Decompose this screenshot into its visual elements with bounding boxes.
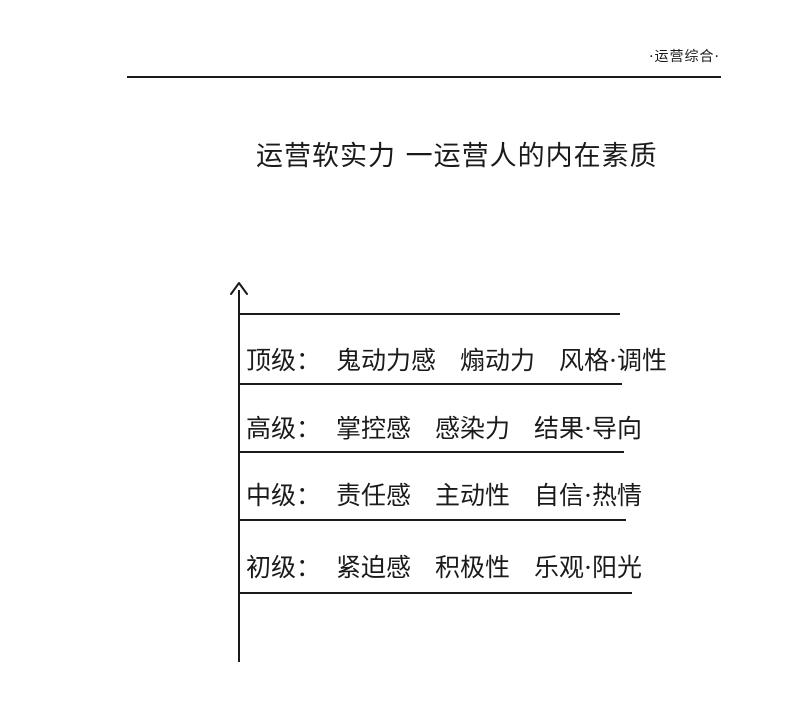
level-label: 顶级： — [246, 346, 322, 375]
axis-arrow-icon — [230, 282, 248, 295]
vertical-axis — [238, 290, 240, 662]
section-mark: ·运营综合· — [649, 49, 720, 65]
level-label: 高级： — [246, 414, 322, 443]
trait: 紧迫感 — [336, 553, 412, 582]
level-label: 初级： — [246, 553, 322, 582]
trait: 感染力 — [435, 414, 511, 443]
level-divider — [240, 592, 632, 594]
trait: 鬼动力感 — [336, 346, 437, 375]
trait: 主动性 — [435, 481, 511, 510]
trait: 掌控感 — [336, 414, 412, 443]
trait: 积极性 — [435, 553, 511, 582]
trait: 自信·热情 — [534, 481, 642, 510]
trait: 责任感 — [336, 481, 412, 510]
level-divider — [240, 519, 626, 521]
level-row-high: 高级： 掌控感 感染力 结果·导向 — [246, 403, 642, 451]
level-divider — [240, 383, 622, 385]
page-title: 运营软实力 一运营人的内在素质 — [256, 141, 658, 172]
header-rule — [127, 76, 721, 78]
level-row-middle: 中级： 责任感 主动性 自信·热情 — [246, 470, 642, 518]
level-label: 中级： — [246, 481, 322, 510]
trait: 结果·导向 — [534, 414, 642, 443]
trait: 风格·调性 — [559, 346, 667, 375]
trait: 乐观·阳光 — [534, 553, 642, 582]
trait: 煽动力 — [460, 346, 536, 375]
level-row-top: 顶级： 鬼动力感 煽动力 风格·调性 — [246, 335, 667, 383]
level-divider — [240, 313, 620, 315]
level-divider — [240, 451, 624, 453]
level-row-entry: 初级： 紧迫感 积极性 乐观·阳光 — [246, 542, 642, 590]
